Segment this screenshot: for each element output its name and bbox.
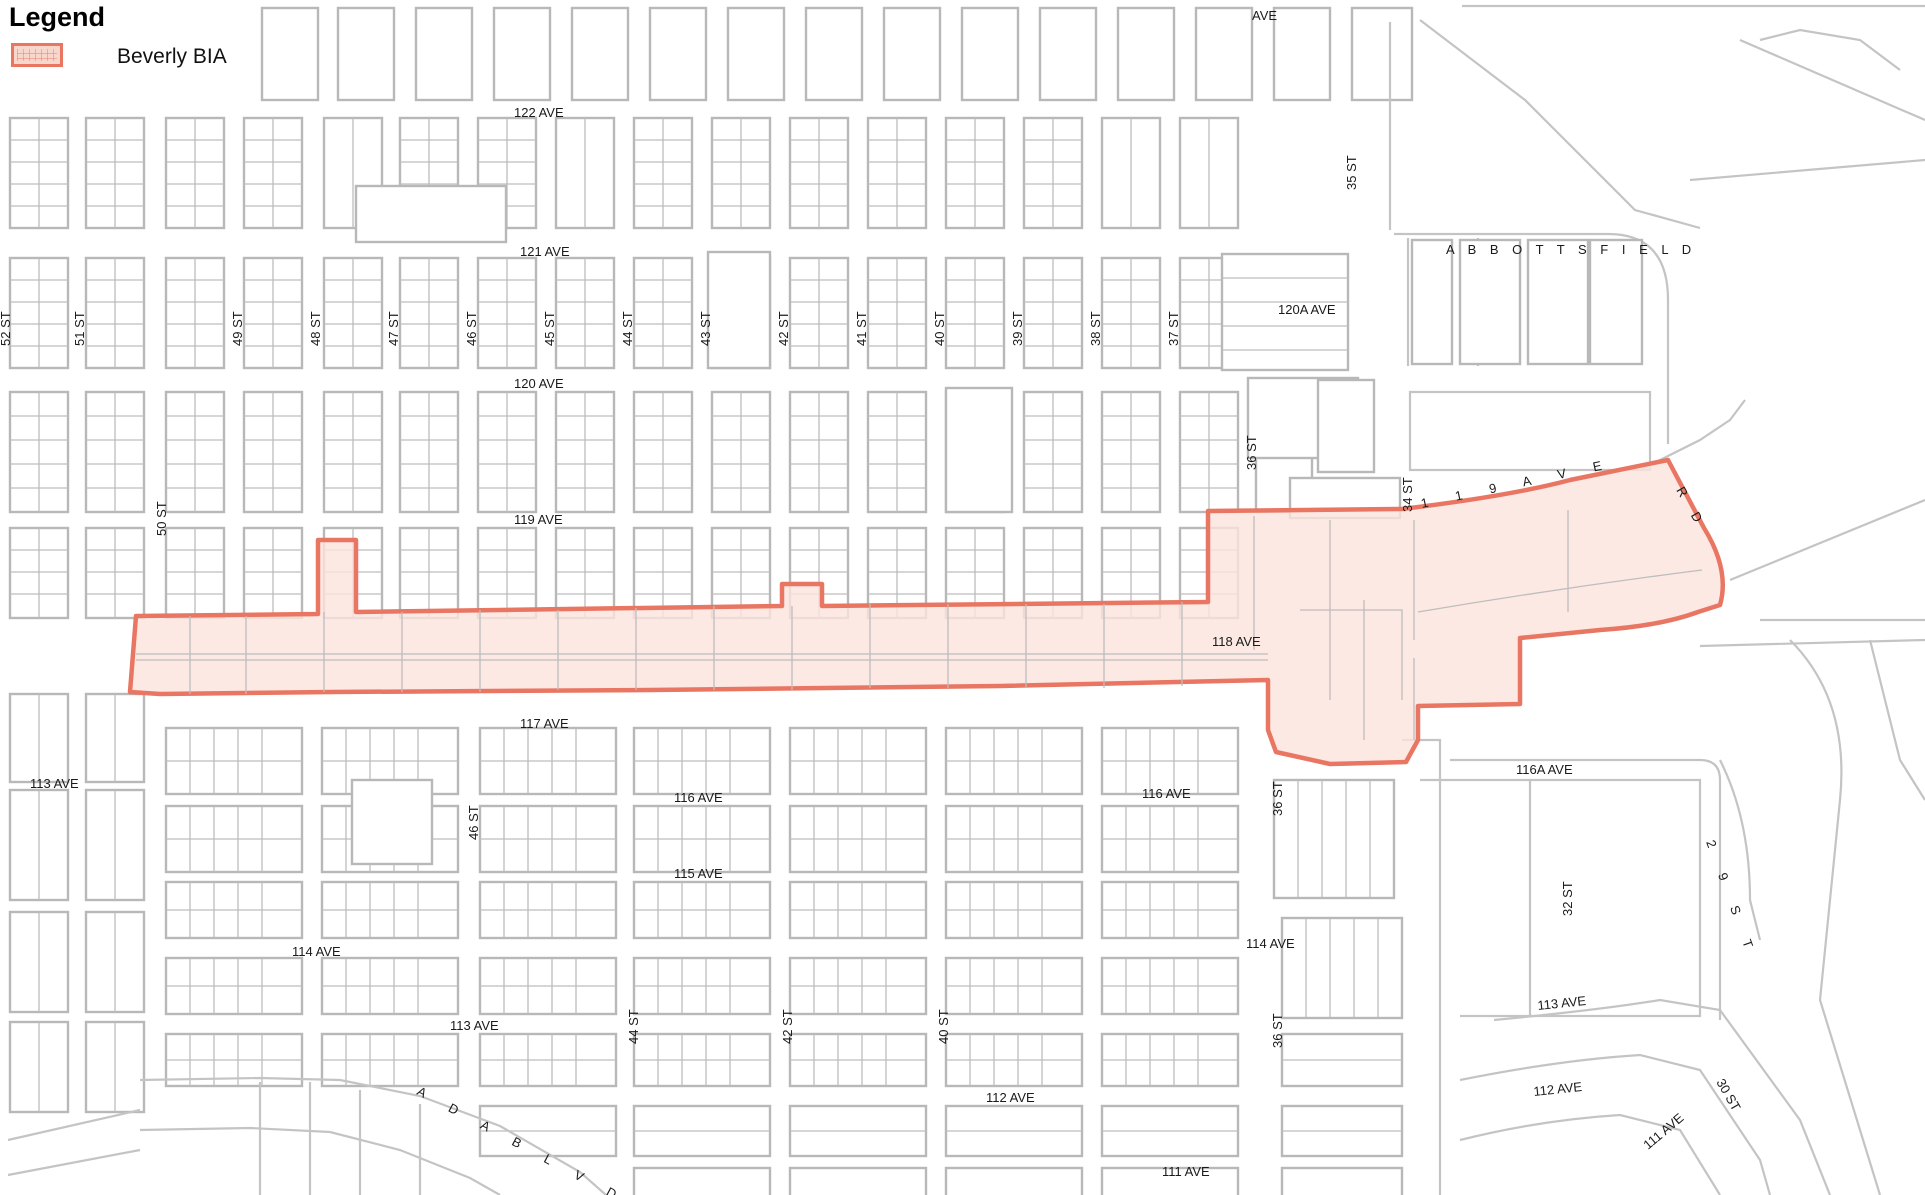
label-113-ave-east: 113 AVE — [1537, 993, 1587, 1013]
label-112-ave-mid: 112 AVE — [986, 1090, 1035, 1105]
label-117-ave: 117 AVE — [520, 716, 569, 731]
label-38-st: 38 ST — [1088, 311, 1103, 346]
bia-boundary[interactable] — [127, 457, 1726, 767]
blocks-row-122 — [8, 116, 1240, 230]
label-36-st-south: 36 ST — [1270, 1013, 1285, 1048]
label-45-st: 45 ST — [542, 311, 557, 346]
northeast-area — [1220, 4, 1925, 648]
label-50-st: 50 ST — [154, 501, 169, 536]
label-48-st: 48 ST — [308, 311, 323, 346]
avenue-labels: AVE 122 AVE 121 AVE 120A AVE 120 AVE 119… — [30, 8, 1687, 1179]
label-40-st-south: 40 ST — [936, 1009, 951, 1044]
label-47-st: 47 ST — [386, 311, 401, 346]
label-44-st-north: 44 ST — [620, 311, 635, 346]
blocks-row-top — [260, 6, 1414, 102]
label-36-st-mid: 36 ST — [1270, 781, 1285, 816]
legend-item-label: Beverly BIA — [117, 45, 227, 68]
label-120-ave: 120 AVE — [514, 376, 564, 391]
block-grid-south — [7, 639, 1925, 1195]
bia-swatch-icon — [11, 43, 63, 67]
label-29-st: 2 9 S T — [1703, 838, 1760, 961]
label-116-ave-west: 116 AVE — [674, 790, 723, 805]
legend-title: Legend — [9, 2, 106, 32]
label-44-st-south: 44 ST — [626, 1009, 641, 1044]
blocks-row-117 — [8, 692, 1240, 796]
street-labels: 51 ST 50 ST 49 ST 48 ST 47 ST 46 ST 46 S… — [0, 155, 1744, 1113]
blocks-row-120 — [8, 390, 1314, 514]
label-118-ave: 118 AVE — [1212, 634, 1261, 649]
label-30-st: 30 ST — [1713, 1076, 1743, 1114]
label-46-st-south: 46 ST — [466, 805, 481, 840]
label-114-ave-east: 114 AVE — [1246, 936, 1295, 951]
label-113-ave-west: 113 AVE — [30, 776, 79, 791]
label-115-ave: 115 AVE — [674, 866, 723, 881]
label-41-st: 41 ST — [854, 311, 869, 346]
label-49-st: 49 ST — [230, 311, 245, 346]
label-52-st-partial: 52 ST — [0, 311, 13, 346]
label-114-ave-west: 114 AVE — [292, 944, 341, 959]
label-116-ave-east: 116 AVE — [1142, 786, 1191, 801]
label-40-st-north: 40 ST — [932, 311, 947, 346]
label-39-st: 39 ST — [1010, 311, 1025, 346]
label-111-ave-mid: 111 AVE — [1162, 1164, 1210, 1179]
label-36-st-north: 36 ST — [1244, 435, 1259, 470]
blocks-row-112 — [478, 1104, 1404, 1195]
label-32-st: 32 ST — [1560, 881, 1575, 916]
label-120a-ave: 120A AVE — [1278, 302, 1336, 317]
bia-lots — [136, 510, 1703, 740]
label-119-ave: 119 AVE — [514, 512, 563, 527]
label-34-st: 34 ST — [1400, 477, 1415, 512]
label-116a-ave: 116A AVE — [1516, 762, 1573, 777]
label-122-ave: 122 AVE — [514, 105, 564, 120]
lot-lines-north — [10, 118, 1238, 618]
label-42-st-north: 42 ST — [776, 311, 791, 346]
label-ave-top: AVE — [1252, 8, 1277, 23]
legend-panel: Legend Beverly BIA — [0, 0, 255, 88]
label-37-st: 37 ST — [1166, 311, 1181, 346]
label-42-st-south: 42 ST — [780, 1009, 795, 1044]
label-46-st-north: 46 ST — [464, 311, 479, 346]
label-35-st: 35 ST — [1344, 155, 1359, 190]
label-113-ave-mid: 113 AVE — [450, 1018, 499, 1033]
block-grid-north — [8, 6, 1414, 620]
label-51-st: 51 ST — [72, 311, 87, 346]
label-112-ave-east: 112 AVE — [1533, 1079, 1583, 1099]
lot-lines-south — [38, 694, 1402, 1132]
label-abbottsfield: A B B O T T S F I E L D — [1446, 242, 1696, 257]
label-121-ave: 121 AVE — [520, 244, 570, 259]
label-43-st: 43 ST — [698, 311, 713, 346]
